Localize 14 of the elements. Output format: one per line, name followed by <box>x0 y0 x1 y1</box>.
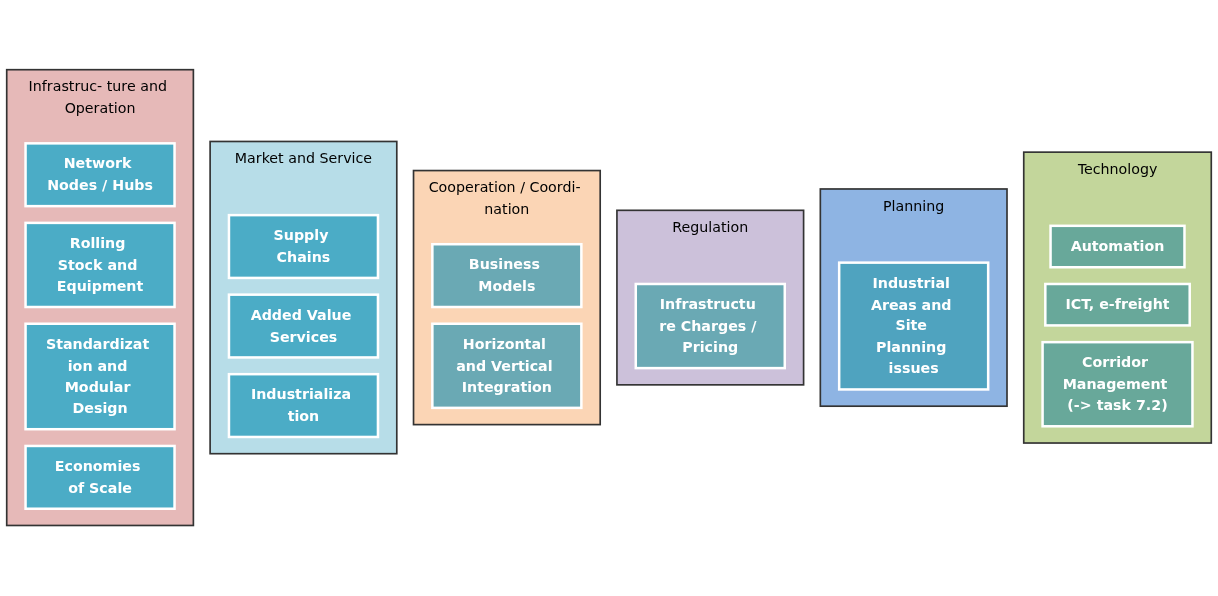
node-box: Industrializa tion <box>227 373 380 439</box>
node-box: Standardizat ion and Modular Design <box>24 322 176 431</box>
node-box: Business Models <box>431 243 583 309</box>
node-box: Horizontal and Vertical Integration <box>431 322 583 410</box>
node-box: Network Nodes / Hubs <box>24 142 176 208</box>
node-box: Supply Chains <box>227 214 380 280</box>
node-box: Economies of Scale <box>24 445 176 511</box>
node-box: Added Value Services <box>227 293 380 360</box>
node-box: Rolling Stock and Equipment <box>24 222 176 309</box>
node-box: Corridor Management (-> task 7.2) <box>1041 341 1194 428</box>
node-box: ICT, e-freight <box>1044 283 1191 328</box>
node-box: Automation <box>1049 224 1186 269</box>
node-box: Industrial Areas and Site Planning issues <box>837 261 990 392</box>
node-box: Infrastructu re Charges / Pricing <box>634 283 786 370</box>
